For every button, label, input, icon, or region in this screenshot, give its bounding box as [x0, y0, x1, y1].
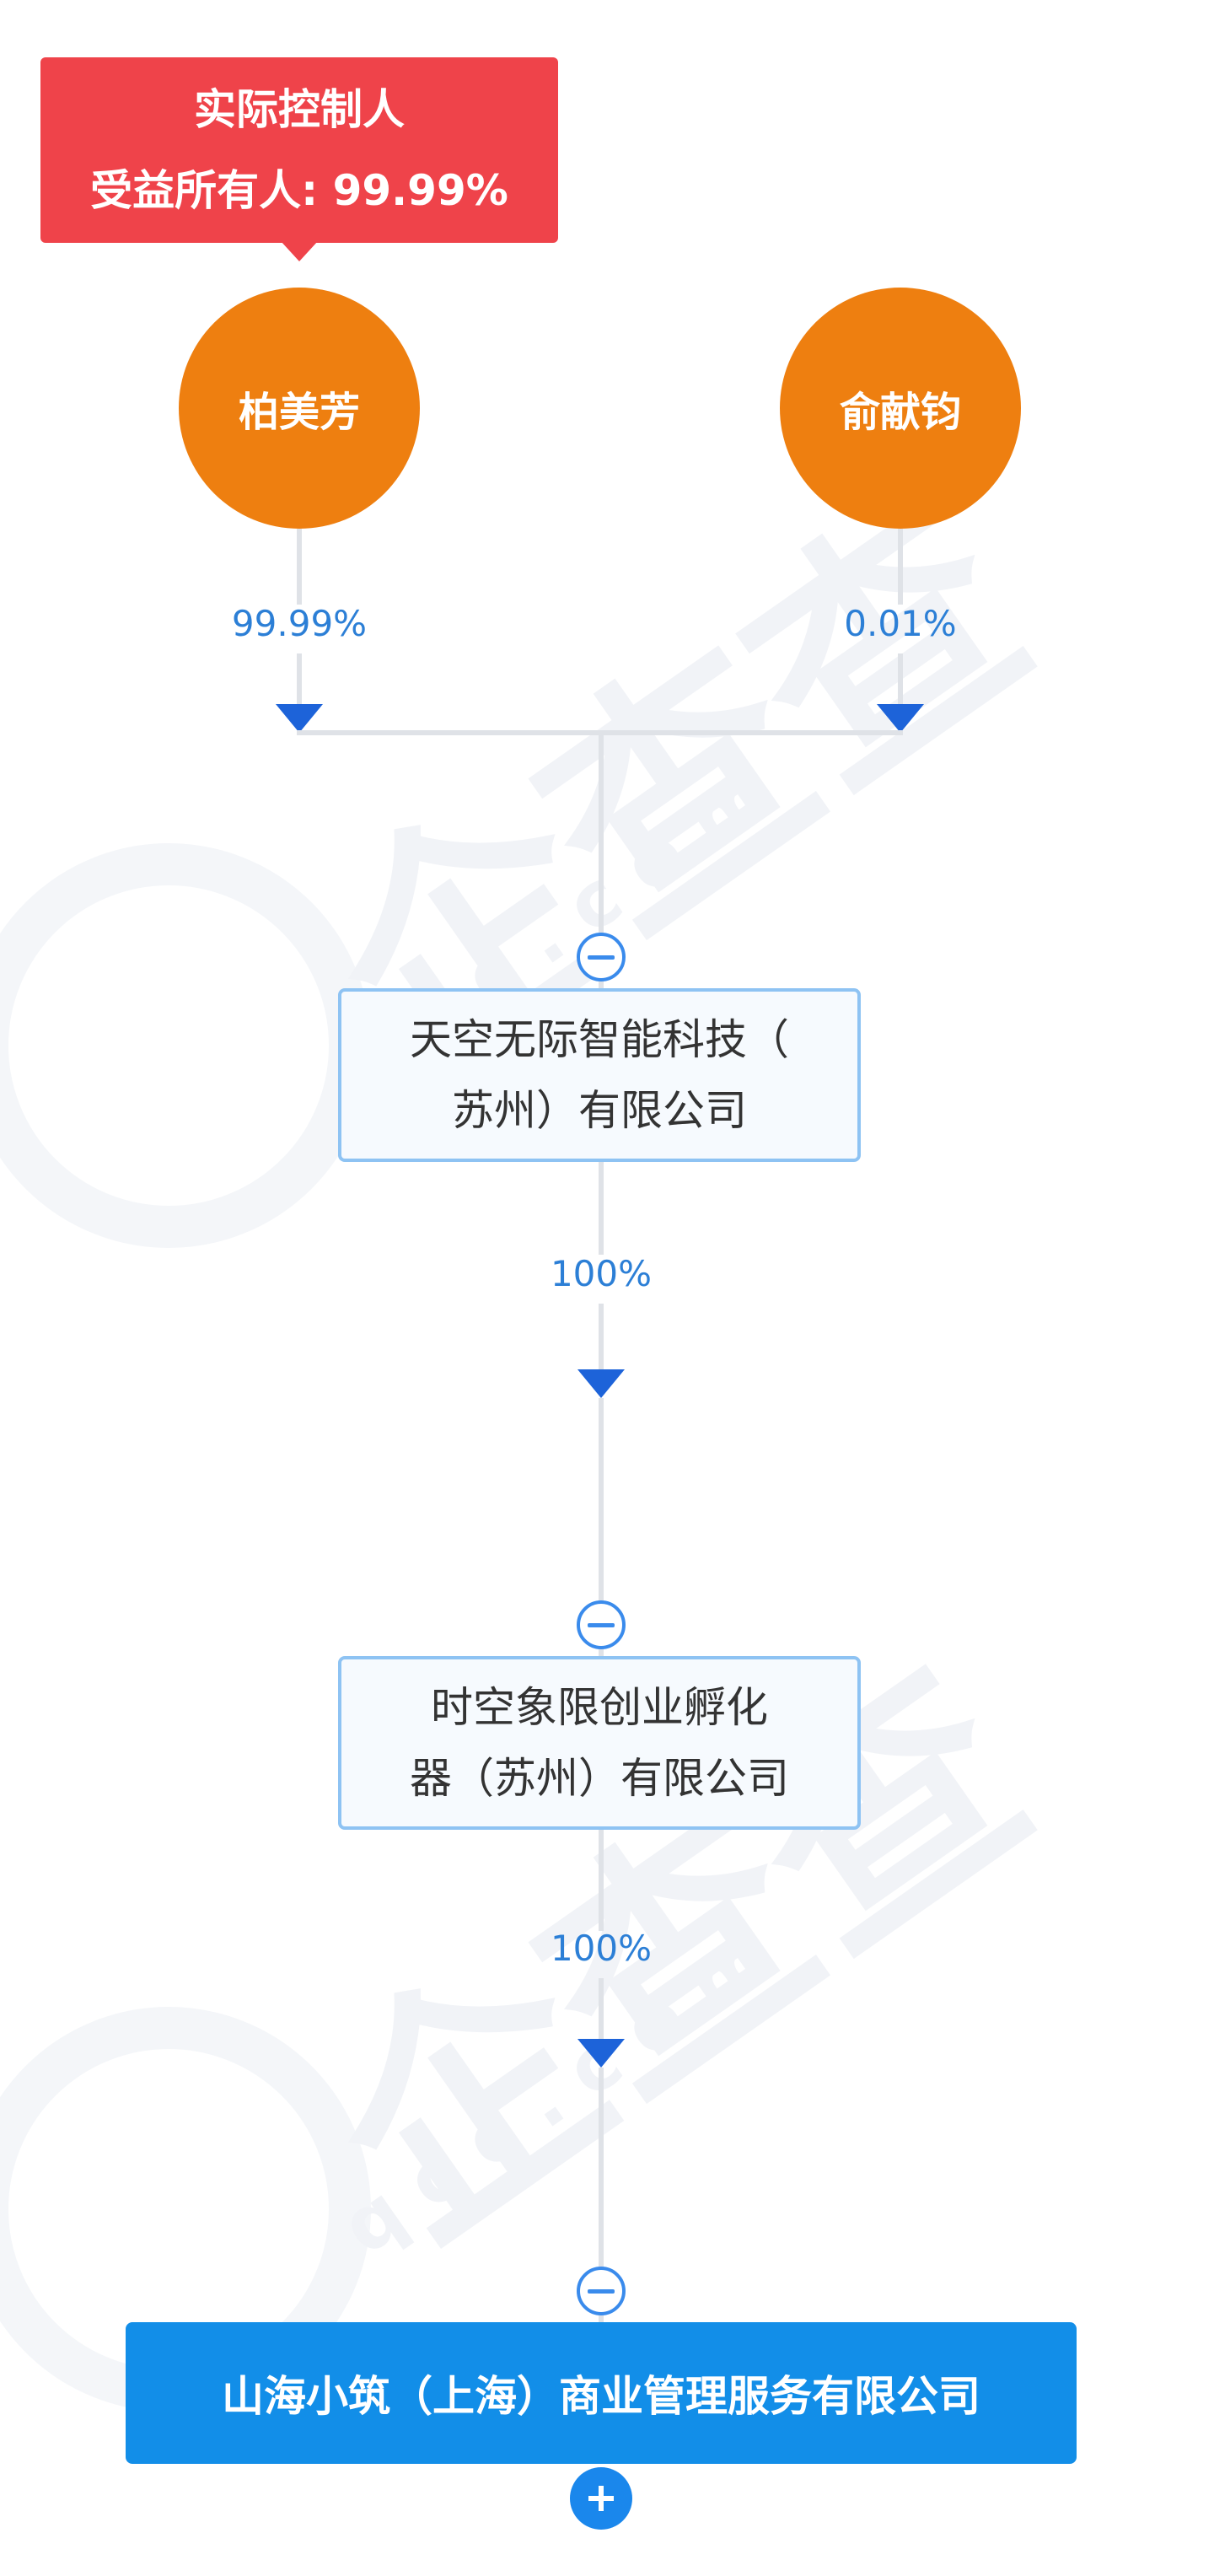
shareholder-node-1[interactable]: 柏美芳	[179, 288, 420, 529]
shareholder-name: 柏美芳	[238, 389, 360, 436]
actual-controller-tag: 实际控制人 受益所有人: 99.99%	[40, 57, 558, 243]
company-node-1[interactable]: 天空无际智能科技（ 苏州）有限公司	[338, 988, 861, 1162]
company-node-2[interactable]: 时空象限创业孵化 器（苏州）有限公司	[338, 1656, 861, 1830]
actual-controller-title: 实际控制人	[194, 85, 405, 134]
connector-line	[898, 529, 903, 605]
beneficial-owner-label: 受益所有人: 99.99%	[90, 166, 508, 215]
connector-line	[599, 1398, 604, 1600]
holding-percent: 100%	[550, 1253, 653, 1294]
connector-line	[297, 529, 302, 605]
arrow-down-icon	[577, 1369, 625, 1398]
company-name-line: 苏州）有限公司	[452, 1086, 747, 1135]
expand-button[interactable]	[570, 2467, 632, 2530]
company-name-line: 时空象限创业孵化	[431, 1683, 768, 1732]
company-name-line: 器（苏州）有限公司	[410, 1754, 789, 1803]
arrow-down-icon	[577, 2039, 625, 2068]
connector-line	[297, 653, 302, 704]
arrow-down-icon	[877, 704, 924, 733]
connector-line	[599, 730, 604, 933]
shareholder-name: 俞献钧	[839, 389, 961, 436]
connector-line	[599, 981, 604, 990]
connector-line	[599, 2068, 604, 2267]
arrow-down-icon	[276, 704, 323, 733]
minus-circle-icon	[588, 955, 615, 960]
minus-circle-icon	[588, 1622, 615, 1627]
connector-line	[898, 653, 903, 704]
connector-line	[599, 1830, 604, 1931]
connector-line	[599, 1978, 604, 2039]
shareholder-percent: 0.01%	[844, 603, 957, 644]
collapse-toggle[interactable]	[577, 1600, 626, 1649]
connector-line	[599, 1162, 604, 1255]
minus-circle-icon	[588, 2288, 615, 2294]
connector-line	[599, 1649, 604, 1658]
company-name-line: 天空无际智能科技（	[410, 1015, 789, 1064]
tag-pointer-icon	[281, 241, 318, 261]
collapse-toggle[interactable]	[577, 933, 626, 981]
plus-circle-icon	[588, 2486, 614, 2511]
target-company-name: 山海小筑（上海）商业管理服务有限公司	[222, 2372, 980, 2421]
shareholder-percent: 99.99%	[231, 603, 368, 644]
collapse-toggle[interactable]	[577, 2267, 626, 2315]
connector-line	[599, 2315, 604, 2324]
shareholder-node-2[interactable]: 俞献钧	[780, 288, 1021, 529]
holding-percent: 100%	[550, 1928, 653, 1969]
target-company-node[interactable]: 山海小筑（上海）商业管理服务有限公司	[126, 2322, 1077, 2464]
connector-line	[599, 1304, 604, 1369]
